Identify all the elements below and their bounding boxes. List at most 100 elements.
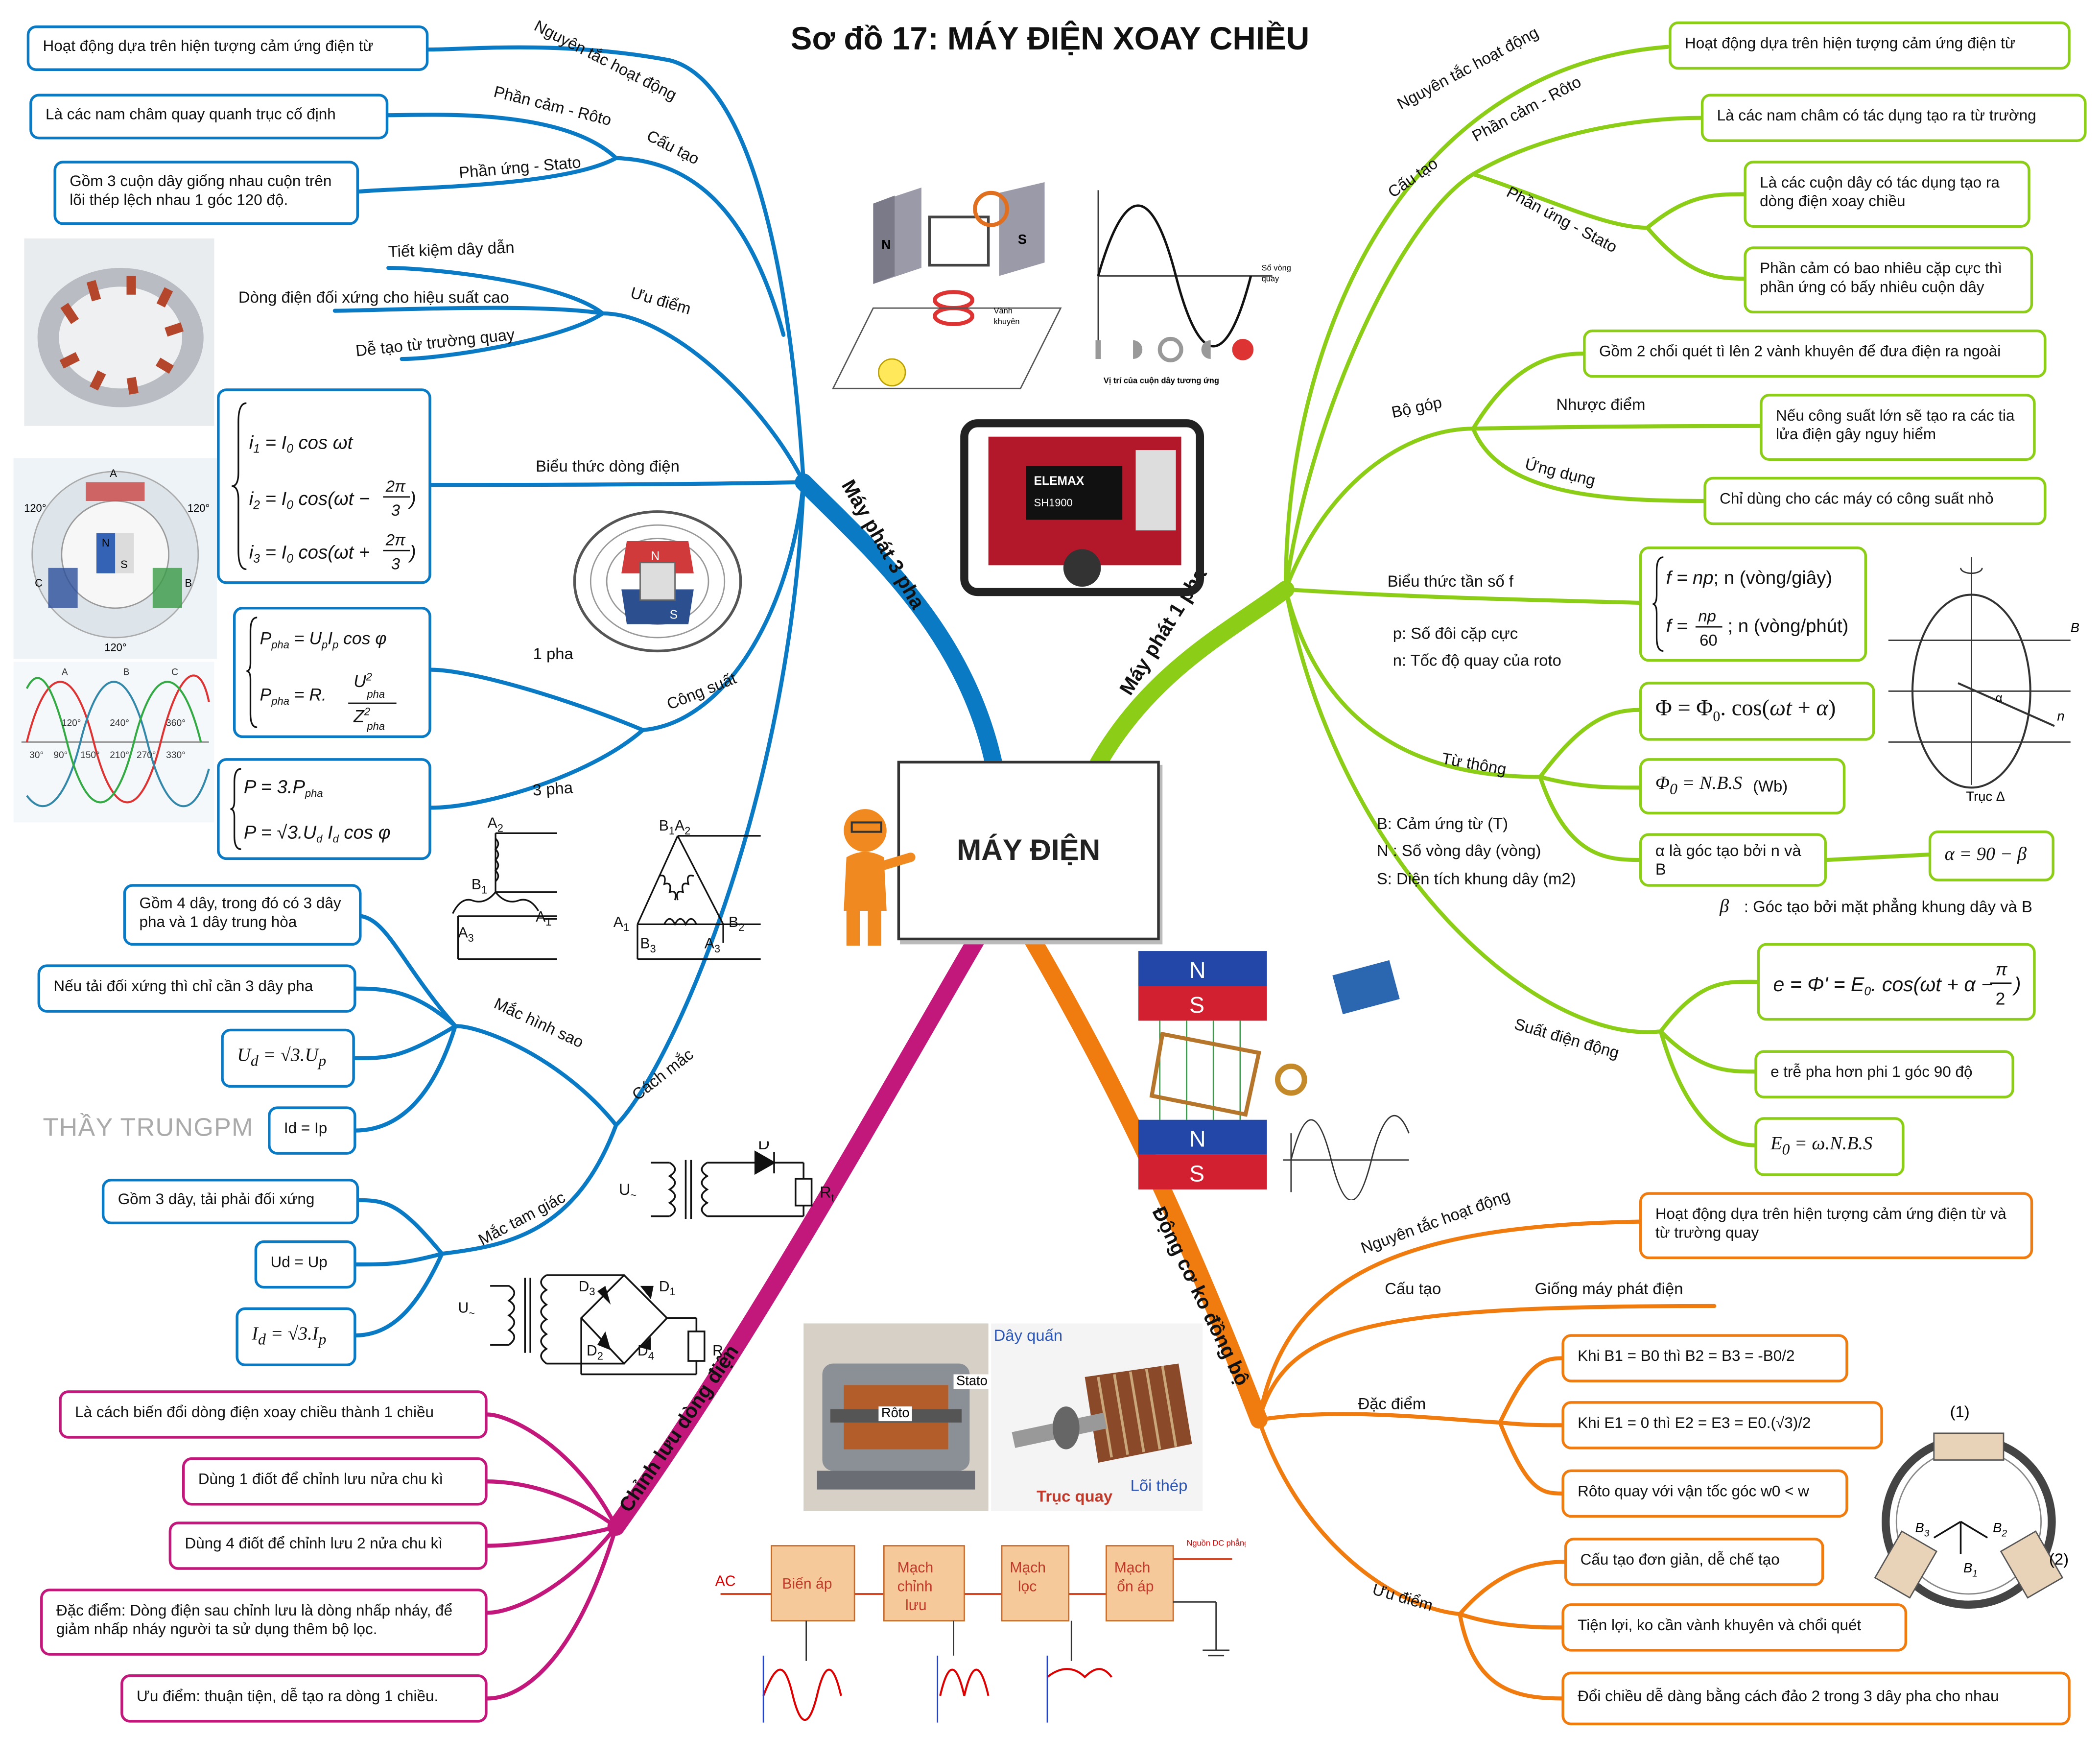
op-emf-label: Suất điện động: [1512, 1015, 1621, 1062]
axis-label: Trục Δ: [1966, 789, 2005, 804]
m-adv-box-2: Tiện lợi, ko cần vành khuyên và chổi qué…: [1561, 1603, 1908, 1652]
svg-text:D3: D3: [579, 1279, 595, 1298]
op-alpha-formula-box: α = 90 − β: [1928, 830, 2054, 881]
svg-text:B1: B1: [1963, 1560, 1978, 1579]
svg-text:N: N: [651, 549, 660, 563]
tp-rotor-label: Phần cảm - Rôto: [492, 82, 613, 129]
m-adv-box-1: Cấu tạo đơn giản, dễ chế tạo: [1564, 1538, 1824, 1586]
svg-text:B2: B2: [729, 914, 744, 933]
op-flux-S: S: Diện tích khung dây (m2): [1377, 869, 1576, 887]
branch-three-phase: [795, 473, 1003, 772]
op-flux-B: B: Cảm ứng từ (T): [1377, 814, 1508, 832]
svg-text:Z2: Z2: [353, 706, 370, 726]
m-feature-box-1: Khi B1 = B0 thì B2 = B3 = -B0/2: [1561, 1334, 1848, 1382]
svg-text:N: N: [881, 237, 891, 252]
portable-generator-photo-icon: ELEMAX SH1900: [960, 419, 1204, 596]
e0-formula: E0 = ω.N.B.S: [1770, 1134, 1873, 1158]
center-topic: MÁY ĐIỆN: [897, 761, 1160, 941]
svg-text:B2: B2: [1993, 1520, 2007, 1539]
r-item-box-2: Dùng 1 điốt để chỉnh lưu nửa chu kì: [182, 1457, 488, 1506]
svg-text:π: π: [1996, 959, 2008, 979]
svg-text:Số vòng: Số vòng: [1262, 264, 1291, 273]
alpha-formula: α = 90 − β: [1944, 844, 2027, 865]
rotating-field-icon: NS: [573, 510, 742, 653]
svg-text:; n (vòng/phút): ; n (vòng/phút): [1728, 616, 1849, 637]
svg-text:A1: A1: [613, 914, 629, 933]
svg-text:30°: 30°: [29, 750, 44, 761]
tp-star-box-2: Nếu tải đối xứng thì chỉ cần 3 dây pha: [37, 964, 356, 1013]
svg-text:(1): (1): [1950, 1402, 1970, 1421]
svg-text:U2: U2: [354, 671, 372, 691]
op-collector-label: Bộ góp: [1390, 393, 1443, 421]
op-flux0-box: Φ0 = N.B.S (Wb): [1639, 758, 1846, 815]
svg-text:N: N: [1189, 1126, 1206, 1151]
svg-text:n: n: [2057, 709, 2064, 724]
flux-formula: Φ = Φ0. cos(ωt + α): [1655, 695, 1836, 726]
star-ud-formula: Ud = √3.Up: [237, 1046, 327, 1070]
op-use-label: Ứng dụng: [1523, 454, 1597, 489]
m-structure-label: Cấu tạo: [1385, 1279, 1441, 1297]
block-rectifier-line3: lưu: [905, 1597, 927, 1614]
svg-text:P = 3.Ppha: P = 3.Ppha: [244, 776, 323, 799]
svg-text:S: S: [670, 609, 678, 622]
tp-adv-label: Ưu điểm: [629, 283, 693, 317]
svg-text:2π: 2π: [385, 530, 406, 548]
tp-delta-box-1: Gồm 3 dây, tải phải đối xứng: [101, 1179, 359, 1225]
rotor-photo: Dây quấn Trục quay Lõi thép: [991, 1323, 1203, 1511]
svg-text:Rt: Rt: [820, 1183, 834, 1204]
tp-stator-box: Gồm 3 cuộn dây giống nhau cuộn trên lõi …: [53, 161, 359, 225]
block-filter-line1: Mạch: [1010, 1560, 1046, 1576]
svg-text:pha: pha: [366, 720, 385, 733]
r-item-box-3: Dùng 4 điốt để chỉnh lưu 2 nửa chu kì: [168, 1521, 488, 1570]
svg-text:np: np: [1698, 607, 1716, 625]
delta-id-formula: Id = √3.Ip: [252, 1324, 327, 1348]
emf-formula: e = Φ' = E0. cos(ωt + α − π2 ): [1773, 959, 2021, 1008]
svg-text:240°: 240°: [110, 718, 129, 729]
svg-text:S: S: [120, 558, 128, 570]
svg-text:i2 = I0 cos(ωt −: i2 = I0 cos(ωt −: [249, 488, 370, 512]
block-regulator-line2: ổn áp: [1117, 1579, 1154, 1595]
op-freq-label: Biểu thức tần số f: [1388, 572, 1514, 590]
tp-star-id-box: Id = Ip: [268, 1106, 356, 1155]
tp-three-phase-label: 3 pha: [532, 778, 574, 799]
block-rectifier-line2: chỉnh: [897, 1579, 933, 1595]
svg-text:f = np; n (vòng/giây): f = np; n (vòng/giây): [1666, 568, 1832, 589]
svg-text:Ppha = UpIp cos φ: Ppha = UpIp cos φ: [260, 629, 387, 651]
svg-text:A2: A2: [488, 815, 503, 834]
tp-one-phase: 1 pha: [533, 644, 574, 663]
op-rotor-box: Là các nam châm có tác dụng tạo ra từ tr…: [1700, 94, 2087, 142]
photo-label-stato: Stato: [953, 1374, 991, 1389]
svg-text:α: α: [1996, 691, 2003, 705]
svg-text:D: D: [758, 1141, 770, 1152]
power-three-phase-formula: P = 3.Ppha P = √3.Ud Id cos φ: [230, 768, 391, 850]
photo-label-dayquan: Dây quấn: [993, 1326, 1063, 1345]
svg-text:3: 3: [391, 501, 400, 519]
tp-expr-label: Biểu thức dòng điện: [536, 457, 680, 475]
motor-photo-drawing: [817, 1363, 975, 1490]
tp-adv2: Dòng điện đối xứng cho hiệu suất cao: [238, 288, 509, 306]
photo-label-loithep: Lõi thép: [1130, 1476, 1188, 1495]
beta-symbol: β: [1720, 897, 1729, 918]
op-flux-N: N : Số vòng dây (vòng): [1377, 841, 1541, 859]
tp-delta-formula-box: Id = √3.Ip: [236, 1307, 356, 1367]
op-flux-formula-box: Φ = Φ0. cos(ωt + α): [1639, 682, 1875, 741]
tp-delta-box-2: Ud = Up: [254, 1240, 356, 1289]
tp-star-box-1: Gồm 4 dây, trong đó có 3 dây pha và 1 dâ…: [123, 884, 362, 946]
svg-text:270°: 270°: [137, 750, 156, 761]
op-alpha-box: α là góc tạo bởi n và B: [1639, 833, 1827, 887]
svg-text:B1A2: B1A2: [659, 818, 690, 837]
svg-text:A1: A1: [536, 909, 551, 928]
svg-text:360°: 360°: [166, 718, 186, 729]
svg-text:3: 3: [391, 555, 400, 573]
svg-text:210°: 210°: [110, 750, 129, 761]
tp-principle-box: Hoạt động dựa trên hiện tượng cảm ứng đi…: [26, 25, 429, 71]
